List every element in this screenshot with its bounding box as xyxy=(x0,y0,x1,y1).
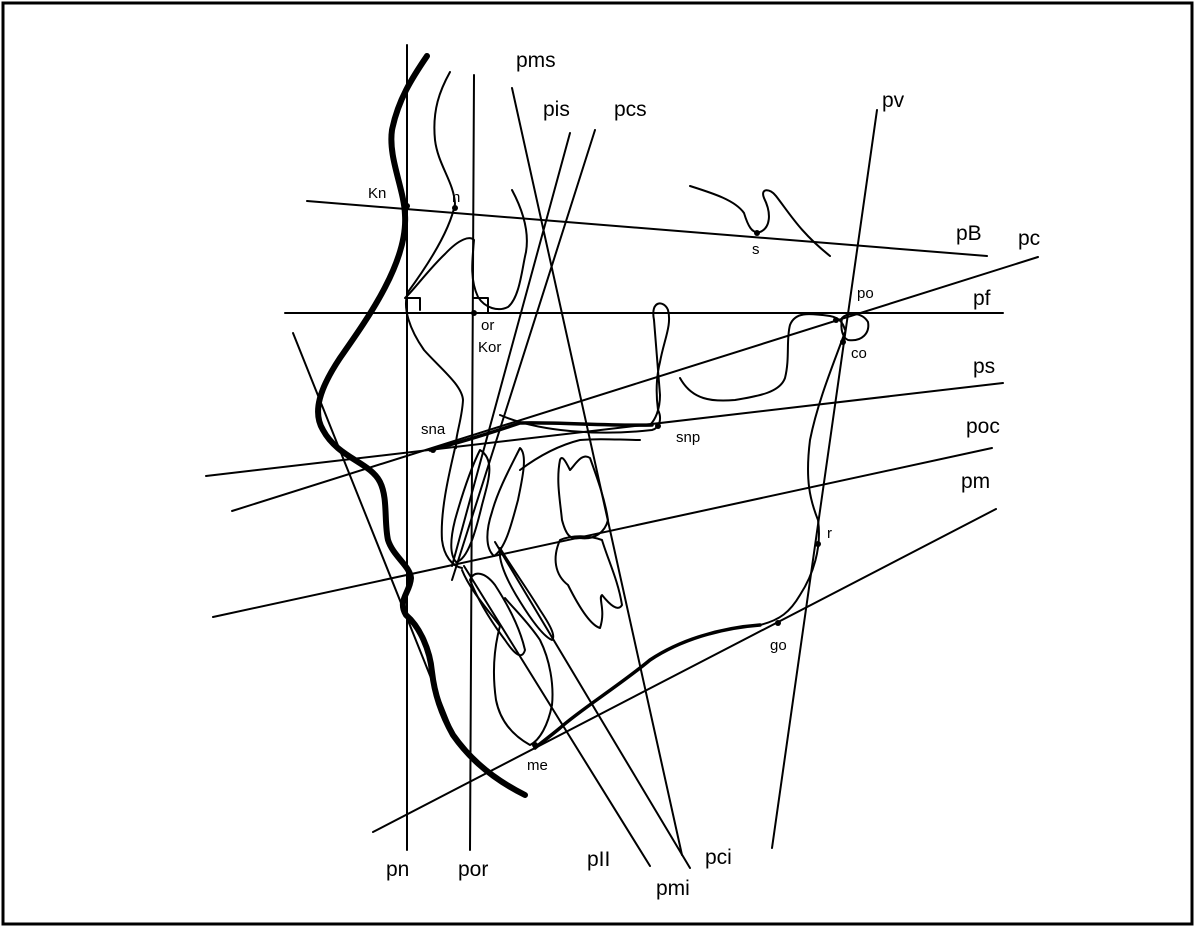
line-pii xyxy=(463,565,651,867)
point-kn xyxy=(404,203,410,209)
upper-jaw-contour xyxy=(440,447,463,569)
sella-turcica xyxy=(689,185,831,257)
point-co xyxy=(840,339,846,345)
symphysis xyxy=(461,569,554,746)
label-pcs: pcs xyxy=(614,98,647,121)
point-go xyxy=(775,620,781,626)
label-pci: pci xyxy=(705,846,732,869)
label-point-snp: snp xyxy=(676,429,700,446)
line-pb xyxy=(306,200,988,257)
line-pcs xyxy=(451,129,596,581)
line-por xyxy=(469,74,475,851)
label-point-kor: Kor xyxy=(478,339,501,356)
point-s xyxy=(754,230,760,236)
label-poc: poc xyxy=(966,415,1000,438)
label-pm: pm xyxy=(961,470,990,493)
line-pv xyxy=(771,109,878,849)
label-pn: pn xyxy=(386,858,409,881)
label-point-go: go xyxy=(770,637,787,654)
point-n xyxy=(452,205,458,211)
label-pii: pII xyxy=(587,848,610,871)
line-pis xyxy=(451,132,571,567)
label-pv: pv xyxy=(882,89,905,112)
label-point-kn: Kn xyxy=(368,185,386,202)
lower-molar xyxy=(554,535,623,629)
label-point-r: r xyxy=(827,525,832,542)
label-point-co: co xyxy=(851,345,867,362)
point-me xyxy=(532,742,538,748)
line-ps xyxy=(205,382,1004,477)
label-pf: pf xyxy=(973,287,991,310)
label-point-po: po xyxy=(857,285,874,302)
mandible-lower-border xyxy=(533,623,762,750)
label-point-n: n xyxy=(452,189,460,206)
right-angle-or xyxy=(473,297,489,313)
ramus-posterior xyxy=(759,331,846,626)
palate-posterior xyxy=(499,302,670,434)
line-pms xyxy=(511,87,683,856)
lower-canine xyxy=(498,547,555,641)
orbit-outline xyxy=(404,189,528,311)
label-pmi: pmi xyxy=(656,877,690,900)
nasal-bone-outline xyxy=(404,71,464,449)
upper-molar xyxy=(557,455,609,540)
point-sna xyxy=(430,447,436,453)
ramus-notch xyxy=(679,313,846,402)
label-por: por xyxy=(458,858,488,881)
label-point-or: or xyxy=(481,317,494,334)
label-pis: pis xyxy=(543,98,570,121)
condyle xyxy=(840,312,870,342)
point-po xyxy=(833,317,839,323)
lower-incisor xyxy=(469,572,526,657)
upper-incisor xyxy=(450,449,491,563)
point-r xyxy=(815,541,821,547)
label-point-s: s xyxy=(752,241,760,258)
label-pms: pms xyxy=(516,49,556,72)
point-or xyxy=(471,310,477,316)
line-poc xyxy=(212,447,993,618)
label-point-sna: sna xyxy=(421,421,446,438)
upper-canine xyxy=(486,447,525,557)
label-point-me: me xyxy=(527,757,548,774)
label-pc: pc xyxy=(1018,227,1040,250)
line-pc xyxy=(231,256,1039,512)
alveolar-outline xyxy=(519,438,641,471)
label-ps: ps xyxy=(973,355,995,378)
right-angle-n xyxy=(406,297,421,311)
point-snp xyxy=(655,423,661,429)
label-pb: pB xyxy=(956,222,982,245)
line-pm xyxy=(372,508,997,833)
soft-tissue-profile xyxy=(315,53,528,798)
